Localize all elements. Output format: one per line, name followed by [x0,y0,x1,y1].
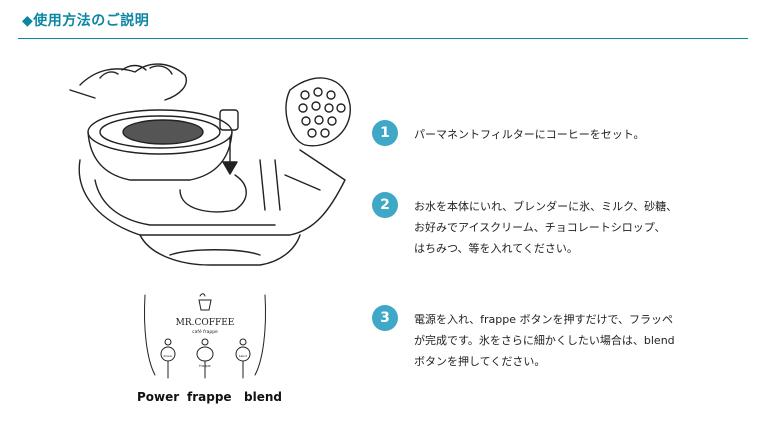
step-description: お水を本体にいれ、ブレンダーに氷、ミルク、砂糖、 お好みでアイスクリーム、チョコ… [414,200,678,255]
step-number-badge: 2 [372,192,398,218]
step-description: 電源を入れ、frappe ボタンを押すだけで、フラッペ が完成です。氷をさらに細… [414,313,675,368]
step-description: パーマネントフィルターにコーヒーをセット。 [414,128,645,141]
power-button-caption: Power [163,354,173,358]
header-divider [18,38,748,39]
blend-label: blend [244,390,282,404]
product-name: café frappe [192,328,218,335]
brand-logo: MR.COFFEE [176,318,235,328]
section-header: ◆使用方法のご説明 [18,6,748,39]
coffee-maker-illustration [69,63,351,266]
section-title: ◆使用方法のご説明 [22,13,150,29]
power-label: Power [137,390,180,404]
frappe-label: frappe [187,390,232,404]
control-panel-illustration: MR.COFFEE café frappe Power frappe blend [144,293,266,379]
blend-button-caption: blend [239,354,247,358]
step-number-badge: 3 [372,305,398,331]
step-number-badge: 1 [372,120,398,146]
frappe-button-caption: frappe [199,364,210,368]
